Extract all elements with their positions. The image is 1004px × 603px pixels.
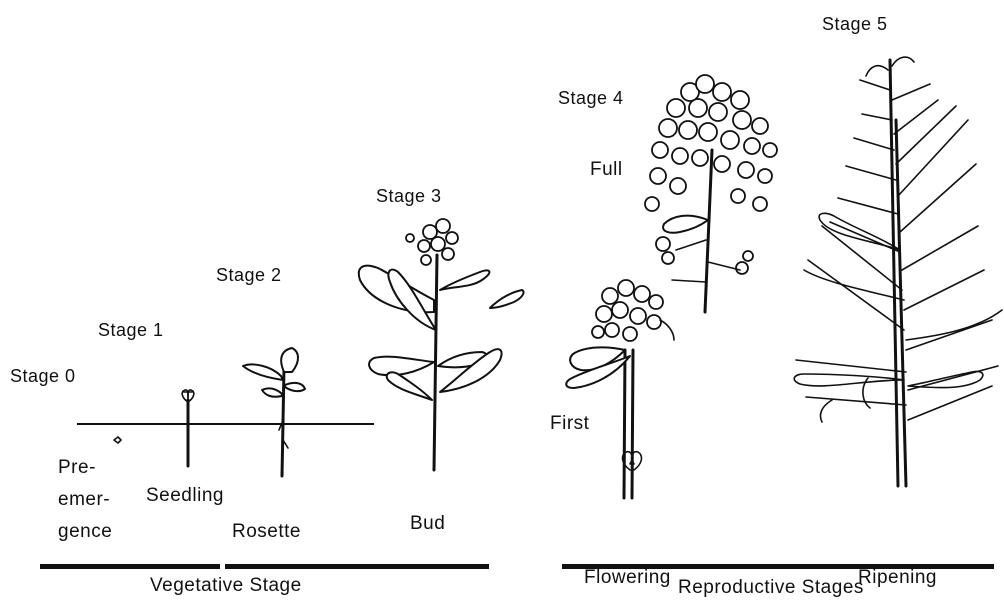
seedling-illustration (182, 390, 194, 466)
vegetative-stage-label: Vegetative Stage (150, 576, 302, 596)
preemergence-label-line-1: Pre- (58, 458, 96, 478)
seedling-label: Seedling (146, 486, 224, 506)
ripening-plant-illustration (794, 57, 1002, 486)
ripening-label: Ripening (858, 568, 937, 588)
stage-1-label: Stage 1 (98, 320, 164, 340)
flowering-plant-illustration (566, 75, 777, 498)
seed-illustration (114, 437, 121, 443)
bud-plant-illustration (359, 219, 524, 470)
preemergence-label-line-3: gence (58, 522, 112, 542)
stage-4-label: Stage 4 (558, 88, 624, 108)
first-flowering-label: First (550, 414, 589, 434)
reproductive-stages-label: Reproductive Stages (678, 578, 864, 598)
stage-2-label: Stage 2 (216, 265, 282, 285)
bud-label: Bud (410, 514, 445, 534)
stage-5-label: Stage 5 (822, 14, 888, 34)
soil-surface-line (77, 423, 374, 425)
stage-3-label: Stage 3 (376, 186, 442, 206)
preemergence-label-line-2: emer- (58, 490, 110, 510)
vegetative-bar-2 (225, 564, 489, 569)
rosette-illustration (243, 348, 305, 476)
stage-0-label: Stage 0 (10, 366, 76, 386)
vegetative-bar-1 (40, 564, 220, 569)
flowering-label: Flowering (584, 568, 671, 588)
reproductive-bar (562, 564, 994, 569)
rosette-label: Rosette (232, 522, 301, 542)
full-flowering-label: Full (590, 160, 623, 180)
